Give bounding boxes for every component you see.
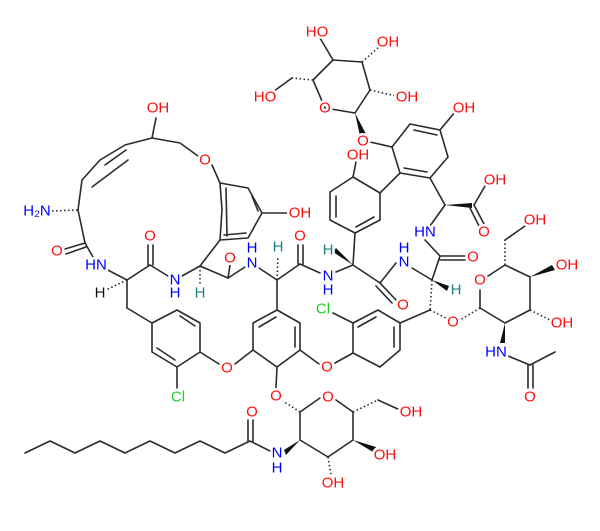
atom-label-o: O (321, 359, 333, 376)
atom-label-o: OH (374, 447, 397, 464)
atom-label-o: O (294, 228, 306, 245)
atom-label-h: H (451, 282, 462, 299)
atom-label-o: OH (322, 475, 345, 492)
atom-label-o: O (397, 297, 409, 314)
atom-label-h: H (273, 239, 284, 256)
atom-label-o: O (467, 249, 479, 266)
atom-label-h: H (195, 285, 206, 302)
atom-label-o: O (357, 133, 369, 150)
atom-label-n: H (323, 282, 334, 299)
atom-label-o: OH (551, 315, 574, 332)
atom-label-o: O (319, 100, 331, 117)
atom-label-o: OH (289, 205, 312, 222)
atom-label-o: OH (484, 172, 507, 189)
atom-label-o: O (270, 388, 282, 405)
atom-label-n: N (399, 254, 410, 271)
atom-label-n: H (272, 460, 283, 477)
atom-label-o: HO (306, 24, 329, 41)
atom-label-n: HN (85, 257, 107, 274)
atom-label-o: O (224, 250, 236, 267)
atom-label-o: OH (377, 34, 400, 51)
atom-label-o: O (51, 243, 63, 260)
atom-label-o: OH (396, 89, 419, 106)
atom-label-o: O (144, 228, 156, 245)
atom-label-n: H (399, 240, 410, 257)
atom-label-n: H (247, 240, 258, 257)
atom-label-o: OH (400, 404, 423, 421)
atom-label-cl: Cl (316, 301, 330, 318)
atom-label-o: O (221, 360, 233, 377)
atom-label-cl: Cl (171, 389, 185, 406)
atom-label-o: O (199, 152, 211, 169)
atom-label-n: N (247, 255, 258, 272)
atom-label-c: H (95, 285, 106, 302)
atom-label-o: O (322, 389, 334, 406)
atom-label-o: O (478, 224, 490, 241)
atom-label-o: OH (453, 100, 476, 117)
atom-label-n: HN (414, 224, 436, 241)
atom-label-n: H (170, 285, 181, 302)
atom-label-n: N (272, 445, 283, 462)
atom-label-o: O (474, 272, 486, 289)
atom-label-n: HN (485, 344, 507, 361)
atom-label-n: N (170, 272, 181, 289)
atom-label-o: HO (254, 89, 277, 106)
atom-label-o: O (524, 389, 536, 406)
atom-label-n: H₂N (23, 203, 51, 220)
atom-label-h: H (323, 242, 334, 259)
atom-label-o: OH (524, 212, 547, 229)
atom-label-o: O (447, 314, 459, 331)
atom-label-o: OH (556, 257, 579, 274)
atom-label-o: O (246, 404, 258, 421)
atom-label-o: OH (147, 100, 170, 117)
atom-label-n: N (323, 268, 334, 285)
atom-label-o: OH (347, 147, 370, 164)
bonds (24, 37, 556, 476)
